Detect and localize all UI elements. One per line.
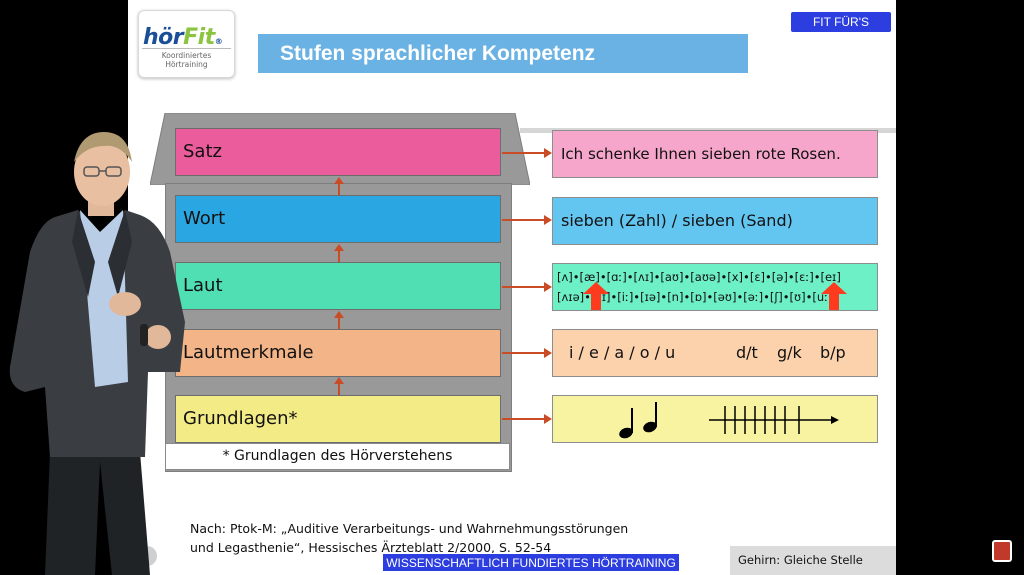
arrow-right-icon — [544, 282, 552, 292]
connector-right — [502, 352, 545, 354]
timeline-ticks-icon — [709, 406, 839, 434]
arrow-up-icon — [334, 311, 344, 318]
gehirn-note: Gehirn: Gleiche Stelle — [730, 546, 896, 575]
arrow-up-icon — [334, 377, 344, 384]
arrow-right-icon — [544, 414, 552, 424]
ipa-line-1: [ʌ]•[æ]•[ɑː]•[ʌɪ]•[aʊ]•[aʊə]•[x]•[ɛ]•[ə]… — [557, 270, 841, 284]
highlight-arrow-icon — [821, 282, 847, 310]
fit-badge: FIT FÜR'S LEBEN. — [791, 12, 891, 49]
example-satz-text: Ich schenke Ihnen sieben rote Rosen. — [561, 145, 841, 163]
connector-right — [502, 418, 545, 420]
bottom-banner: WISSENSCHAFTLICH FUNDIERTES HÖRTRAINING — [382, 553, 680, 572]
level-grundlagen: Grundlagen* — [175, 395, 501, 443]
connector-up — [338, 250, 340, 262]
house-footnote: * Grundlagen des Hörverstehens — [165, 443, 510, 470]
arrow-up-icon — [334, 244, 344, 251]
vowels-text: i / e / a / o / u — [569, 343, 676, 362]
slide-title: Stufen sprachlicher Kompetenz — [258, 34, 748, 73]
level-laut: Laut — [175, 262, 501, 310]
presenter — [9, 132, 185, 575]
horfit-logo: hörFit® Koordiniertes Hörtraining — [138, 10, 235, 78]
example-grundlagen — [552, 395, 878, 443]
music-notes-icon — [619, 402, 657, 439]
consonant-pair: b/p — [820, 343, 846, 362]
connector-up — [338, 384, 340, 395]
connector-up — [338, 184, 340, 195]
example-lautmerkmale: i / e / a / o / u d/t g/k b/p — [552, 329, 878, 377]
citation-line-2: und Legasthenie“, Hessisches Ärzteblatt … — [190, 540, 552, 555]
connector-right — [502, 219, 545, 221]
example-wort: sieben (Zahl) / sieben (Sand) — [552, 197, 878, 245]
example-wort-text: sieben (Zahl) / sieben (Sand) — [561, 211, 793, 230]
consonant-pair: d/t — [736, 343, 758, 362]
arrow-up-icon — [334, 177, 344, 184]
consonant-pair: g/k — [777, 343, 802, 362]
arrow-right-icon — [544, 148, 552, 158]
logo-subtitle: Koordiniertes Hörtraining — [142, 48, 231, 69]
connector-up — [338, 317, 340, 329]
level-wort: Wort — [175, 195, 501, 243]
connector-right — [502, 286, 545, 288]
example-laut: [ʌ]•[æ]•[ɑː]•[ʌɪ]•[aʊ]•[aʊə]•[x]•[ɛ]•[ə]… — [552, 263, 878, 311]
arrow-right-icon — [544, 348, 552, 358]
level-satz: Satz — [175, 128, 501, 176]
channel-logo-icon — [992, 540, 1012, 562]
arrow-right-icon — [544, 215, 552, 225]
ipa-line-2: [ʌɪə]•[ɔɪ]•[iː]•[ɪə]•[n]•[ɒ]•[əʊ]•[əː]•[… — [557, 290, 833, 304]
level-lautmerkmale: Lautmerkmale — [175, 329, 501, 377]
highlight-arrow-icon — [583, 282, 609, 310]
citation-line-1: Nach: Ptok-M: „Auditive Verarbeitungs- u… — [190, 521, 629, 536]
citation: Nach: Ptok-M: „Auditive Verarbeitungs- u… — [190, 519, 628, 557]
logo-wordmark: hörFit® — [143, 25, 223, 50]
example-satz: Ich schenke Ihnen sieben rote Rosen. — [552, 130, 878, 178]
connector-right — [502, 152, 545, 154]
